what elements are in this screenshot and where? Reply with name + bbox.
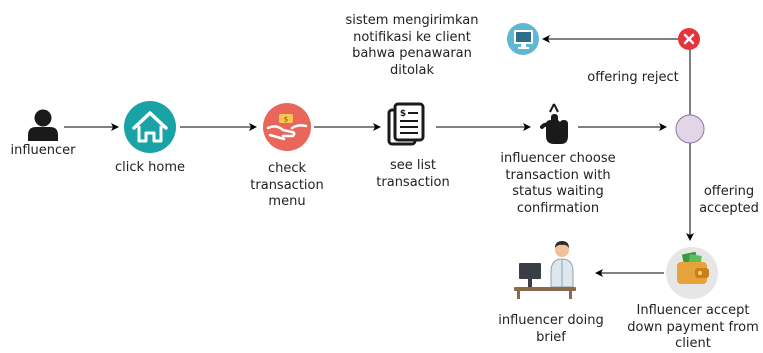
label-doing-brief: influencer doing brief [498,313,604,345]
decision-circle [675,114,705,144]
wallet-icon [666,247,718,299]
person-at-desk-icon [514,241,576,299]
label-influencer: influencer [10,143,76,158]
label-offering-accepted: offering accepted [699,184,759,216]
label-see-list: see list transaction [376,158,450,190]
label-click-home: click home [114,160,186,175]
label-choose-transaction: influencer choose transaction with statu… [500,151,616,216]
svg-text:$: $ [284,116,288,124]
label-notification: sistem mengirimkan notifikasi ke client … [345,13,479,78]
label-down-payment: Influencer accept down payment from clie… [627,303,759,351]
monitor-icon [507,23,539,55]
label-offering-reject: offering reject [587,70,679,85]
close-icon [678,28,700,50]
handshake-money-icon: $ [263,103,311,151]
home-icon [124,101,176,153]
svg-text:$: $ [400,109,406,119]
hand-pointer-icon [540,103,568,144]
person-icon [28,109,58,141]
document-list-icon: $ [387,102,425,146]
label-check-transaction: check transaction menu [250,161,324,209]
